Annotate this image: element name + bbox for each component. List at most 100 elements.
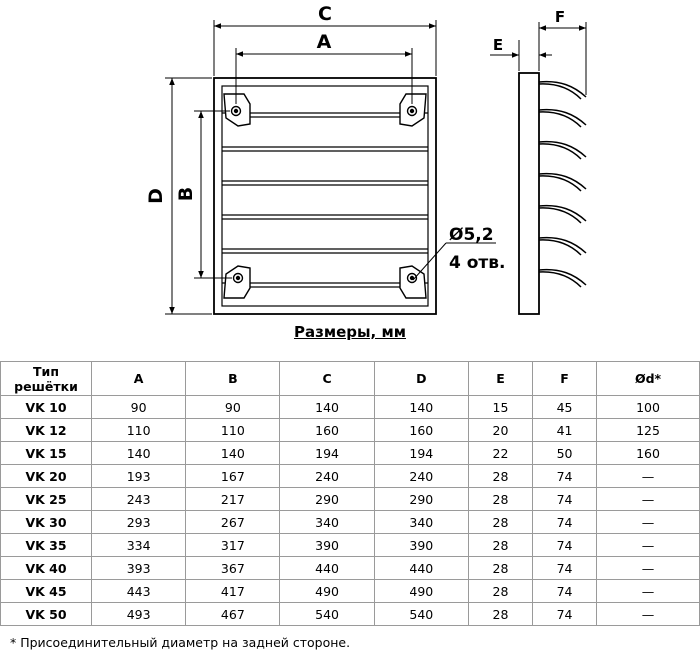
footnote: * Присоединительный диаметр на задней ст… — [10, 635, 351, 650]
label-e: E — [493, 36, 503, 54]
hole-leader — [412, 242, 447, 281]
cell-type: VK 35 — [0, 533, 92, 557]
table-cell: 28 — [467, 464, 534, 488]
table-cell: 540 — [373, 602, 469, 626]
front-view — [165, 20, 496, 315]
table-cell: 390 — [373, 533, 469, 557]
table-cell: — — [596, 510, 700, 534]
table-cell: 243 — [90, 487, 187, 511]
dimension-c — [213, 20, 437, 76]
cell-type: VK 20 — [0, 464, 92, 488]
mounting-hole-top-right — [399, 93, 427, 127]
label-hole-count: 4 отв. — [449, 253, 506, 273]
label-hole-diameter: Ø5,2 — [449, 225, 494, 245]
table-cell: — — [596, 602, 700, 626]
table-cell: 340 — [373, 510, 469, 534]
table-cell: 290 — [279, 487, 375, 511]
table-cell: 167 — [185, 464, 281, 488]
table-cell: 493 — [90, 602, 187, 626]
table-cell: — — [596, 533, 700, 557]
table-cell: 140 — [90, 441, 187, 465]
table-cell: 125 — [596, 418, 700, 442]
inner-frame — [221, 85, 429, 307]
table-cell: 140 — [185, 441, 281, 465]
mounting-hole-bottom-right — [399, 265, 427, 299]
mounting-hole-top-left — [223, 93, 251, 127]
side-plate — [518, 72, 540, 315]
table-cell: 417 — [185, 579, 281, 603]
table-cell: 293 — [90, 510, 187, 534]
table-cell: 100 — [596, 395, 700, 419]
table-cell: 490 — [279, 579, 375, 603]
table-cell: 367 — [185, 556, 281, 580]
header-a: A — [90, 361, 187, 396]
table-cell: 74 — [532, 556, 598, 580]
header-diameter: Ød* — [596, 361, 700, 396]
table-cell: 50 — [532, 441, 598, 465]
table-cell: 28 — [467, 556, 534, 580]
table-cell: 217 — [185, 487, 281, 511]
table-cell: 28 — [467, 579, 534, 603]
dimension-a — [235, 48, 413, 104]
table-cell: 160 — [373, 418, 469, 442]
cell-type: VK 45 — [0, 579, 92, 603]
table-cell: 90 — [90, 395, 187, 419]
label-c: C — [318, 3, 332, 25]
table-cell: 140 — [373, 395, 469, 419]
table-cell: — — [596, 464, 700, 488]
table-cell: 110 — [90, 418, 187, 442]
table-cell: 74 — [532, 602, 598, 626]
table-cell: — — [596, 579, 700, 603]
table-cell: 240 — [373, 464, 469, 488]
cell-type: VK 15 — [0, 441, 92, 465]
technical-drawing: C A D B E F Ø5,2 4 отв. — [145, 3, 587, 315]
table-cell: 194 — [279, 441, 375, 465]
table-cell: 41 — [532, 418, 598, 442]
dimension-b — [194, 110, 232, 279]
side-louvers — [538, 80, 587, 288]
table-cell: 267 — [185, 510, 281, 534]
table-cell: 110 — [185, 418, 281, 442]
label-a: A — [317, 31, 332, 53]
table-cell: 74 — [532, 533, 598, 557]
table-cell: 193 — [90, 464, 187, 488]
table-cell: 317 — [185, 533, 281, 557]
cell-type: VK 10 — [0, 395, 92, 419]
header-f: F — [532, 361, 598, 396]
cell-type: VK 50 — [0, 602, 92, 626]
table-cell: 194 — [373, 441, 469, 465]
table-cell: 440 — [373, 556, 469, 580]
table-header-row: Тип решётки A B C D E F Ød* — [0, 361, 700, 396]
label-d: D — [145, 188, 167, 204]
table-cell: 440 — [279, 556, 375, 580]
cell-type: VK 25 — [0, 487, 92, 511]
table-cell: 334 — [90, 533, 187, 557]
table-cell: 28 — [467, 487, 534, 511]
cell-type: VK 40 — [0, 556, 92, 580]
table-cell: 540 — [279, 602, 375, 626]
side-view — [490, 22, 587, 315]
dimension-d — [165, 77, 212, 315]
table-cell: 28 — [467, 510, 534, 534]
table-cell: 290 — [373, 487, 469, 511]
header-type: Тип решётки — [0, 361, 92, 396]
table-cell: 15 — [467, 395, 534, 419]
table-cell: 74 — [532, 510, 598, 534]
table-cell: 390 — [279, 533, 375, 557]
table-cell: 74 — [532, 464, 598, 488]
table-cell: 74 — [532, 487, 598, 511]
table-cell: — — [596, 556, 700, 580]
table-cell: 28 — [467, 533, 534, 557]
table-cell: 160 — [279, 418, 375, 442]
table-cell: 340 — [279, 510, 375, 534]
table-cell: 240 — [279, 464, 375, 488]
table-cell: 90 — [185, 395, 281, 419]
table-cell: 20 — [467, 418, 534, 442]
louver-slats — [222, 112, 428, 288]
